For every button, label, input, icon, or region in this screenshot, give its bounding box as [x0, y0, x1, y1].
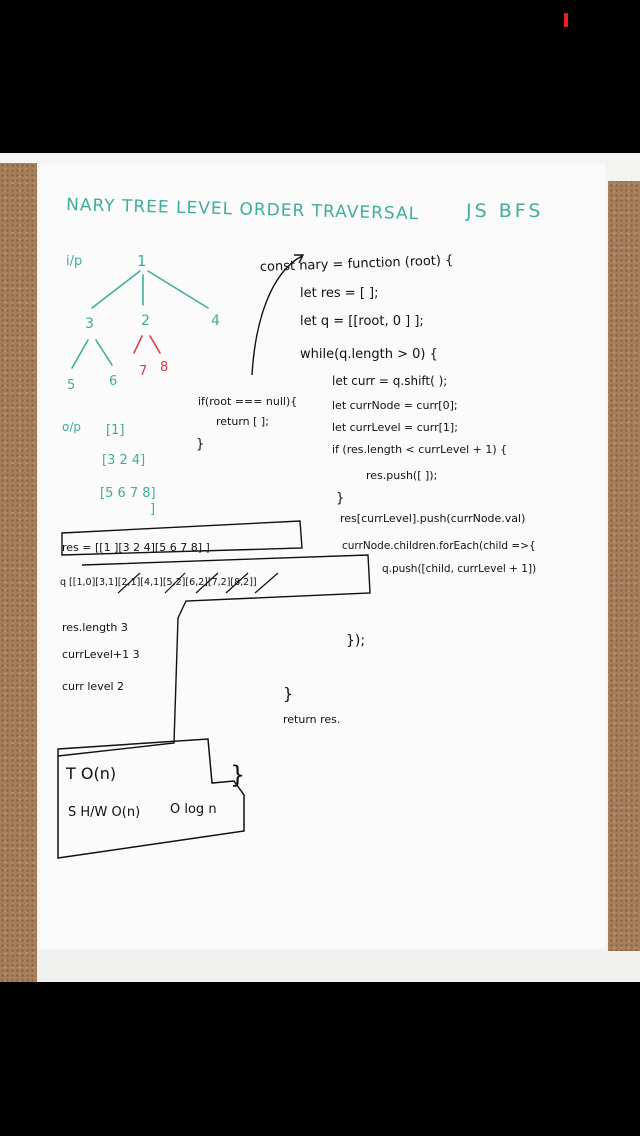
whiteboard-tray [37, 951, 640, 982]
guard-line-3: } [196, 437, 204, 452]
tree-node-6: 6 [109, 374, 117, 389]
code-line-1: const nary = function (root) { [260, 253, 454, 275]
cork-board-right [608, 181, 640, 951]
recording-indicator [564, 13, 568, 27]
tree-node-8: 8 [160, 360, 168, 375]
queue-trace-box [57, 554, 371, 757]
code-line-4: while(q.length > 0) { [300, 347, 438, 362]
space-complexity-best: O log n [170, 802, 217, 817]
output-level-3: [5 6 7 8] [100, 486, 156, 501]
tree-node-2: 2 [141, 313, 150, 329]
trace-var-1: res.length 3 [62, 621, 128, 634]
tree-diagram [71, 270, 209, 369]
complexity-brace: } [230, 761, 245, 789]
res-trace-box [61, 520, 303, 556]
guard-line-2: return [ ]; [216, 415, 269, 428]
code-line-14: }); [346, 633, 365, 649]
tree-node-5: 5 [67, 378, 75, 393]
complexity-box [57, 738, 245, 859]
output-level-2: [3 2 4] [102, 453, 145, 468]
output-label: o/p [62, 420, 81, 434]
guard-arrow [251, 255, 303, 376]
code-line-5: let curr = q.shift( ); [332, 374, 447, 388]
trace-var-2: currLevel+1 3 [62, 648, 140, 661]
time-complexity: T O(n) [65, 764, 116, 783]
res-trace-line: res = [[1 ][3 2 4][5 6 7 8] ] [62, 541, 210, 554]
tree-node-4: 4 [211, 313, 220, 329]
queue-trace-line: q [[1,0][3,1][2,1][4,1][5,2][6,2][7,2][8… [60, 577, 257, 588]
cork-board-left [0, 163, 37, 982]
code-line-6: let currNode = curr[0]; [332, 399, 458, 412]
output-close-bracket: ] [150, 502, 155, 517]
tree-node-3: 3 [85, 316, 94, 332]
title-text: NARY TREE LEVEL ORDER TRAVERSAL [66, 195, 419, 224]
code-line-9: res.push([ ]); [366, 469, 437, 482]
code-line-12: currNode.children.forEach(child =>{ [342, 540, 536, 552]
tree-node-7: 7 [139, 364, 147, 379]
tree-root-node: 1 [137, 252, 147, 270]
whiteboard-notes: NARY TREE LEVEL ORDER TRAVERSAL JS BFS i… [57, 195, 543, 859]
code-block: const nary = function (root) { let res =… [260, 253, 537, 726]
space-complexity: S H/W O(n) [68, 805, 140, 820]
code-line-2: let res = [ ]; [300, 286, 378, 301]
guard-line-1: if(root === null){ [198, 395, 297, 408]
whiteboard-photo: NARY TREE LEVEL ORDER TRAVERSAL JS BFS i… [0, 153, 640, 982]
code-line-7: let currLevel = curr[1]; [332, 421, 458, 434]
code-line-15: } [283, 684, 293, 703]
code-line-10: } [336, 491, 344, 506]
tree-red-edges [133, 335, 161, 354]
output-level-1: [1] [106, 423, 124, 438]
code-line-8: if (res.length < currLevel + 1) { [332, 443, 507, 456]
queue-strikethroughs [117, 572, 279, 594]
code-line-16: return res. [283, 713, 340, 726]
code-line-13: q.push([child, currLevel + 1]) [382, 563, 536, 575]
title-tag-text: JS BFS [465, 200, 543, 222]
input-label: i/p [66, 254, 82, 269]
trace-var-3: curr level 2 [62, 680, 124, 693]
code-line-3: let q = [[root, 0 ] ]; [300, 314, 424, 329]
code-line-11: res[currLevel].push(currNode.val) [340, 512, 525, 525]
